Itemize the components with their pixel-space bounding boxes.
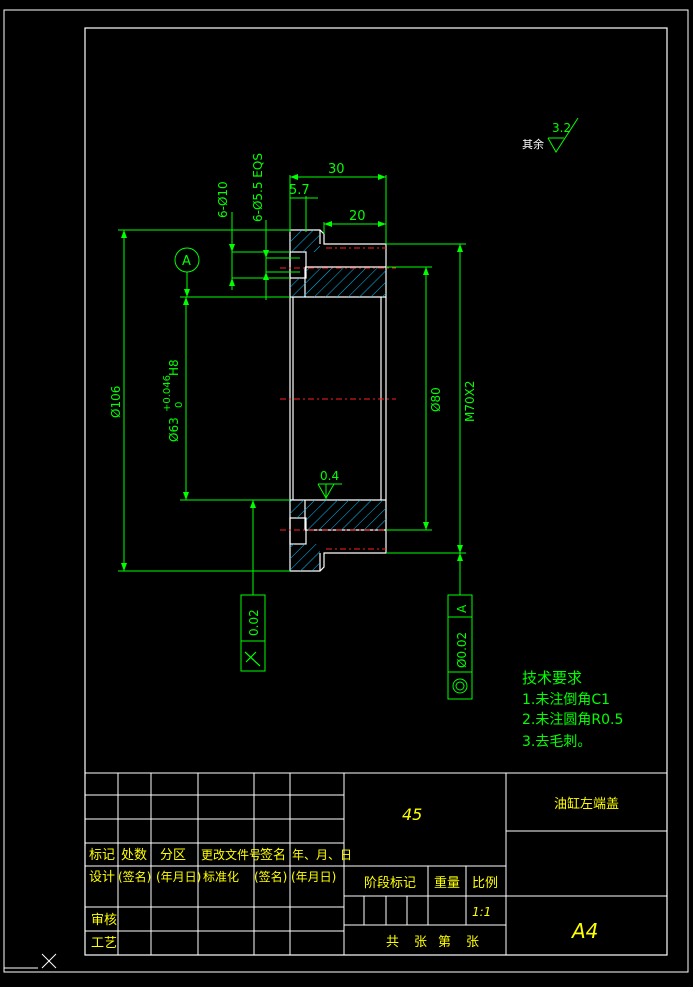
dim-diameter-63-fit: H8 — [167, 359, 181, 376]
header-cell: (签名) — [118, 869, 151, 884]
gdt-concentricity-datum: A — [455, 604, 469, 613]
notes-item: 3.去毛刺。 — [522, 734, 591, 750]
notes-title: 技术要求 — [522, 669, 582, 687]
header-cell: (年月日) — [156, 870, 201, 884]
inner-frame — [84, 27, 668, 956]
header-cell: (年月日) — [291, 870, 336, 884]
notes-item: 1.未注倒角C1 — [522, 692, 610, 708]
dim-length-5-7: 5.7 — [289, 183, 310, 198]
header-cell: 设计 — [89, 870, 115, 885]
roughness-default-value: 3.2 — [552, 121, 571, 135]
corner-cross-icon — [4, 953, 57, 969]
dimension-arrows — [121, 174, 463, 571]
gdt-concentricity-frame — [447, 594, 473, 700]
stage-mark: 阶段标记 — [364, 876, 416, 891]
gdt-concentricity-tol: Ø0.02 — [455, 632, 469, 668]
header-cell: 标记 — [89, 848, 115, 863]
sheet-size: A4 — [570, 919, 598, 943]
roughness-symbol-icon — [317, 117, 579, 500]
concentricity-icon — [452, 678, 468, 694]
dim-thread-m70: M70X2 — [463, 381, 477, 422]
section-hatch — [290, 230, 386, 571]
gdt-perpendicularity-frame — [240, 594, 266, 672]
dim-diameter-106: Ø106 — [109, 386, 123, 418]
material: 45 — [402, 805, 422, 824]
dim-diameter-63: Ø63 — [167, 417, 181, 442]
perpendicularity-icon — [244, 651, 261, 667]
dimension-lines — [118, 175, 466, 595]
sheet-info: 张 — [414, 935, 427, 950]
header-cell: 标准化 — [203, 870, 239, 884]
center-lines — [280, 247, 396, 550]
sheet-info: 第 — [438, 935, 451, 950]
dim-length-20: 20 — [349, 209, 366, 224]
dim-diameter-80: Ø80 — [429, 387, 443, 412]
header-cell: 签名 — [260, 847, 286, 863]
roughness-default-label: 其余 — [522, 137, 544, 151]
dim-holes-10: 6-Ø10 — [216, 181, 230, 218]
notes-item: 2.未注圆角R0.5 — [522, 712, 623, 728]
header-cell: 分区 — [160, 848, 186, 863]
dim-holes-5-5: 6-Ø5.5 EQS — [251, 153, 265, 222]
gdt-perpendicularity-tol: 0.02 — [247, 609, 261, 636]
sheet-info: 张 — [466, 935, 479, 950]
roughness-bore-value: 0.4 — [320, 469, 339, 483]
reviewer-label: 审核 — [91, 913, 117, 928]
sheet-info: 共 — [386, 935, 399, 950]
process-label: 工艺 — [91, 936, 117, 951]
ratio-label: 比例 — [472, 876, 498, 891]
scale-value: 1:1 — [472, 905, 491, 919]
dim-diameter-63-lower: 0 — [174, 402, 185, 408]
header-cell: 更改文件号 — [201, 847, 261, 862]
dim-length-30: 30 — [328, 162, 345, 177]
weight-label: 重量 — [434, 875, 460, 891]
header-cell: 年、月、日 — [292, 848, 352, 862]
title-block-grid — [84, 772, 668, 956]
header-cell: 处数 — [121, 848, 147, 863]
header-cell: (签名) — [254, 869, 287, 884]
outer-border — [3, 9, 689, 973]
dim-diameter-63-upper: +0.046 — [162, 375, 173, 412]
view-label: A — [182, 254, 191, 269]
part-name: 油缸左端盖 — [554, 796, 619, 812]
view-label-circle — [174, 247, 200, 273]
